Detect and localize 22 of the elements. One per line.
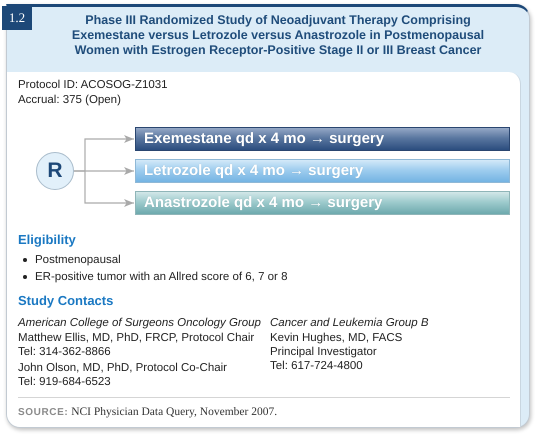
- treatment-arm-bar: Exemestane qd x 4 mo → surgery: [135, 127, 510, 151]
- treatment-arm-bar: Letrozole qd x 4 mo → surgery: [135, 159, 510, 183]
- contact-name: John Olson, MD, PhD, Protocol Co-Chair: [18, 361, 227, 375]
- organization-name: American College of Surgeons Oncology Group: [18, 316, 261, 330]
- contact-name: Kevin Hughes, MD, FACS: [270, 331, 402, 345]
- figure-number: 1.2: [2, 6, 32, 30]
- protocol-id-text: Protocol ID: ACOSOG-Z1031: [18, 78, 168, 92]
- organization-name: Cancer and Leukemia Group B: [270, 316, 429, 330]
- bullet-item: ER-positive tumor with an Allred score of 6, 7 or 8: [18, 270, 288, 284]
- arrow: [74, 170, 134, 207]
- contact-name: Matthew Ellis, MD, PhD, FRCP, Protocol Chair: [18, 331, 254, 345]
- accrual-text: Accrual: 375 (Open): [18, 93, 121, 107]
- title: Phase III Randomized Study of Neoadjuvant Therapy Comprising Exemestane versus Letrozole versus Anastrozole in Postmenopausal Women with Estrogen Receptor-Positive Stage II or III Breast Cancer: [70, 13, 486, 58]
- source-note: SOURCE: NCI Physician Data Query, November 2007.: [18, 405, 278, 420]
- contact-role: Principal Investigator: [270, 345, 377, 359]
- bullet-item: Postmenopausal: [18, 253, 121, 267]
- treatment-arm-bar: Anastrozole qd x 4 mo → surgery: [135, 191, 510, 215]
- phone-number: Tel: 314-362-8866: [18, 345, 111, 359]
- phone-number: Tel: 919-684-6523: [18, 375, 111, 389]
- section-heading: Study Contacts: [18, 293, 114, 308]
- phone-number: Tel: 617-724-4800: [270, 359, 363, 373]
- section-heading: Eligibility: [18, 232, 76, 247]
